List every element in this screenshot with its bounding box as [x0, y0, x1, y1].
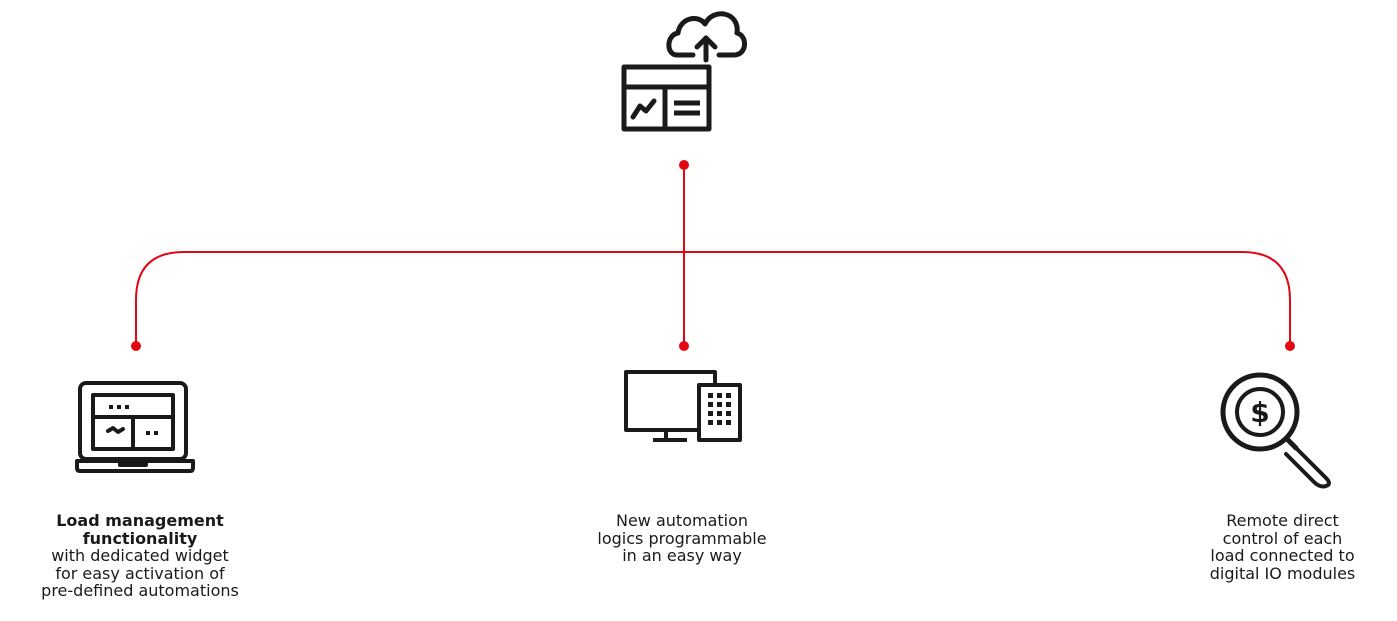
connector-dot-right: [1285, 341, 1295, 351]
caption-line: New automation: [615, 511, 749, 530]
caption-line: digital IO modules: [1209, 563, 1356, 583]
caption-line: Remote direct: [1226, 511, 1339, 530]
dollar-sign: $: [1250, 396, 1269, 429]
caption-line: control of each: [1222, 528, 1343, 548]
caption-remote-control: Remote direct control of each load conne…: [1170, 512, 1395, 582]
caption-line: in an easy way: [622, 546, 742, 565]
caption-load-management: Load management functionality with dedic…: [25, 512, 255, 600]
connector-lines: [135, 165, 1291, 346]
caption-line: pre-defined automations: [41, 581, 239, 600]
dashboard-panel-icon: [621, 64, 712, 132]
connector-horizontal-branch: [135, 251, 1291, 346]
connector-dot-center: [679, 341, 689, 351]
caption-line: with dedicated widget: [51, 546, 229, 565]
caption-title-line: functionality: [82, 528, 198, 548]
keypad-keys: [708, 393, 731, 425]
connector-dot-top: [679, 160, 689, 170]
connector-dot-left: [131, 341, 141, 351]
desktop-keypad-icon: [624, 370, 742, 442]
connector-dots: [131, 160, 1295, 351]
laptop-dashboard-dots: [109, 405, 158, 435]
laptop-dashboard-icon: [75, 381, 195, 473]
caption-title-line: Load management: [56, 511, 224, 530]
caption-automation-logics: New automation logics programmable in an…: [552, 512, 812, 565]
magnifier-dollar-icon: [1220, 372, 1331, 489]
caption-line: load connected to: [1210, 546, 1355, 565]
caption-line: logics programmable: [597, 528, 767, 548]
cloud-upload-icon: [666, 11, 747, 63]
caption-line: for easy activation of: [55, 563, 225, 583]
